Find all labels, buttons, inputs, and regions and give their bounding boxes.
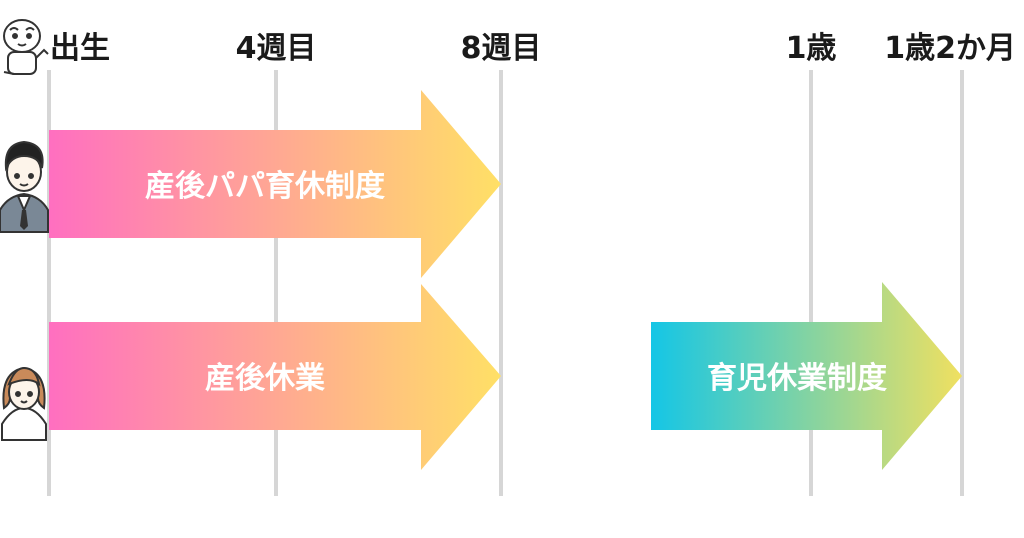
arrow-label-postpartum-leave: 産後休業 [205, 361, 325, 396]
arrow-childcare-leave [651, 282, 962, 470]
baby-icon [3, 19, 49, 75]
arrow-postpartum-leave [49, 284, 501, 470]
tick-label-week4: 4週目 [236, 31, 317, 66]
mother-icon [0, 366, 47, 441]
father-icon [0, 140, 49, 233]
tick-label-age1m2: 1歳2か月 [884, 31, 1016, 66]
tick-label-week8: 8週目 [461, 31, 542, 66]
arrow-label-papa-leave: 産後パパ育休制度 [145, 169, 385, 204]
tick-label-birth: 出生 [50, 31, 110, 66]
tick-label-age1: 1歳 [786, 31, 837, 66]
arrow-papa-leave [49, 90, 501, 278]
arrow-label-childcare-leave: 育児休業制度 [707, 361, 887, 396]
